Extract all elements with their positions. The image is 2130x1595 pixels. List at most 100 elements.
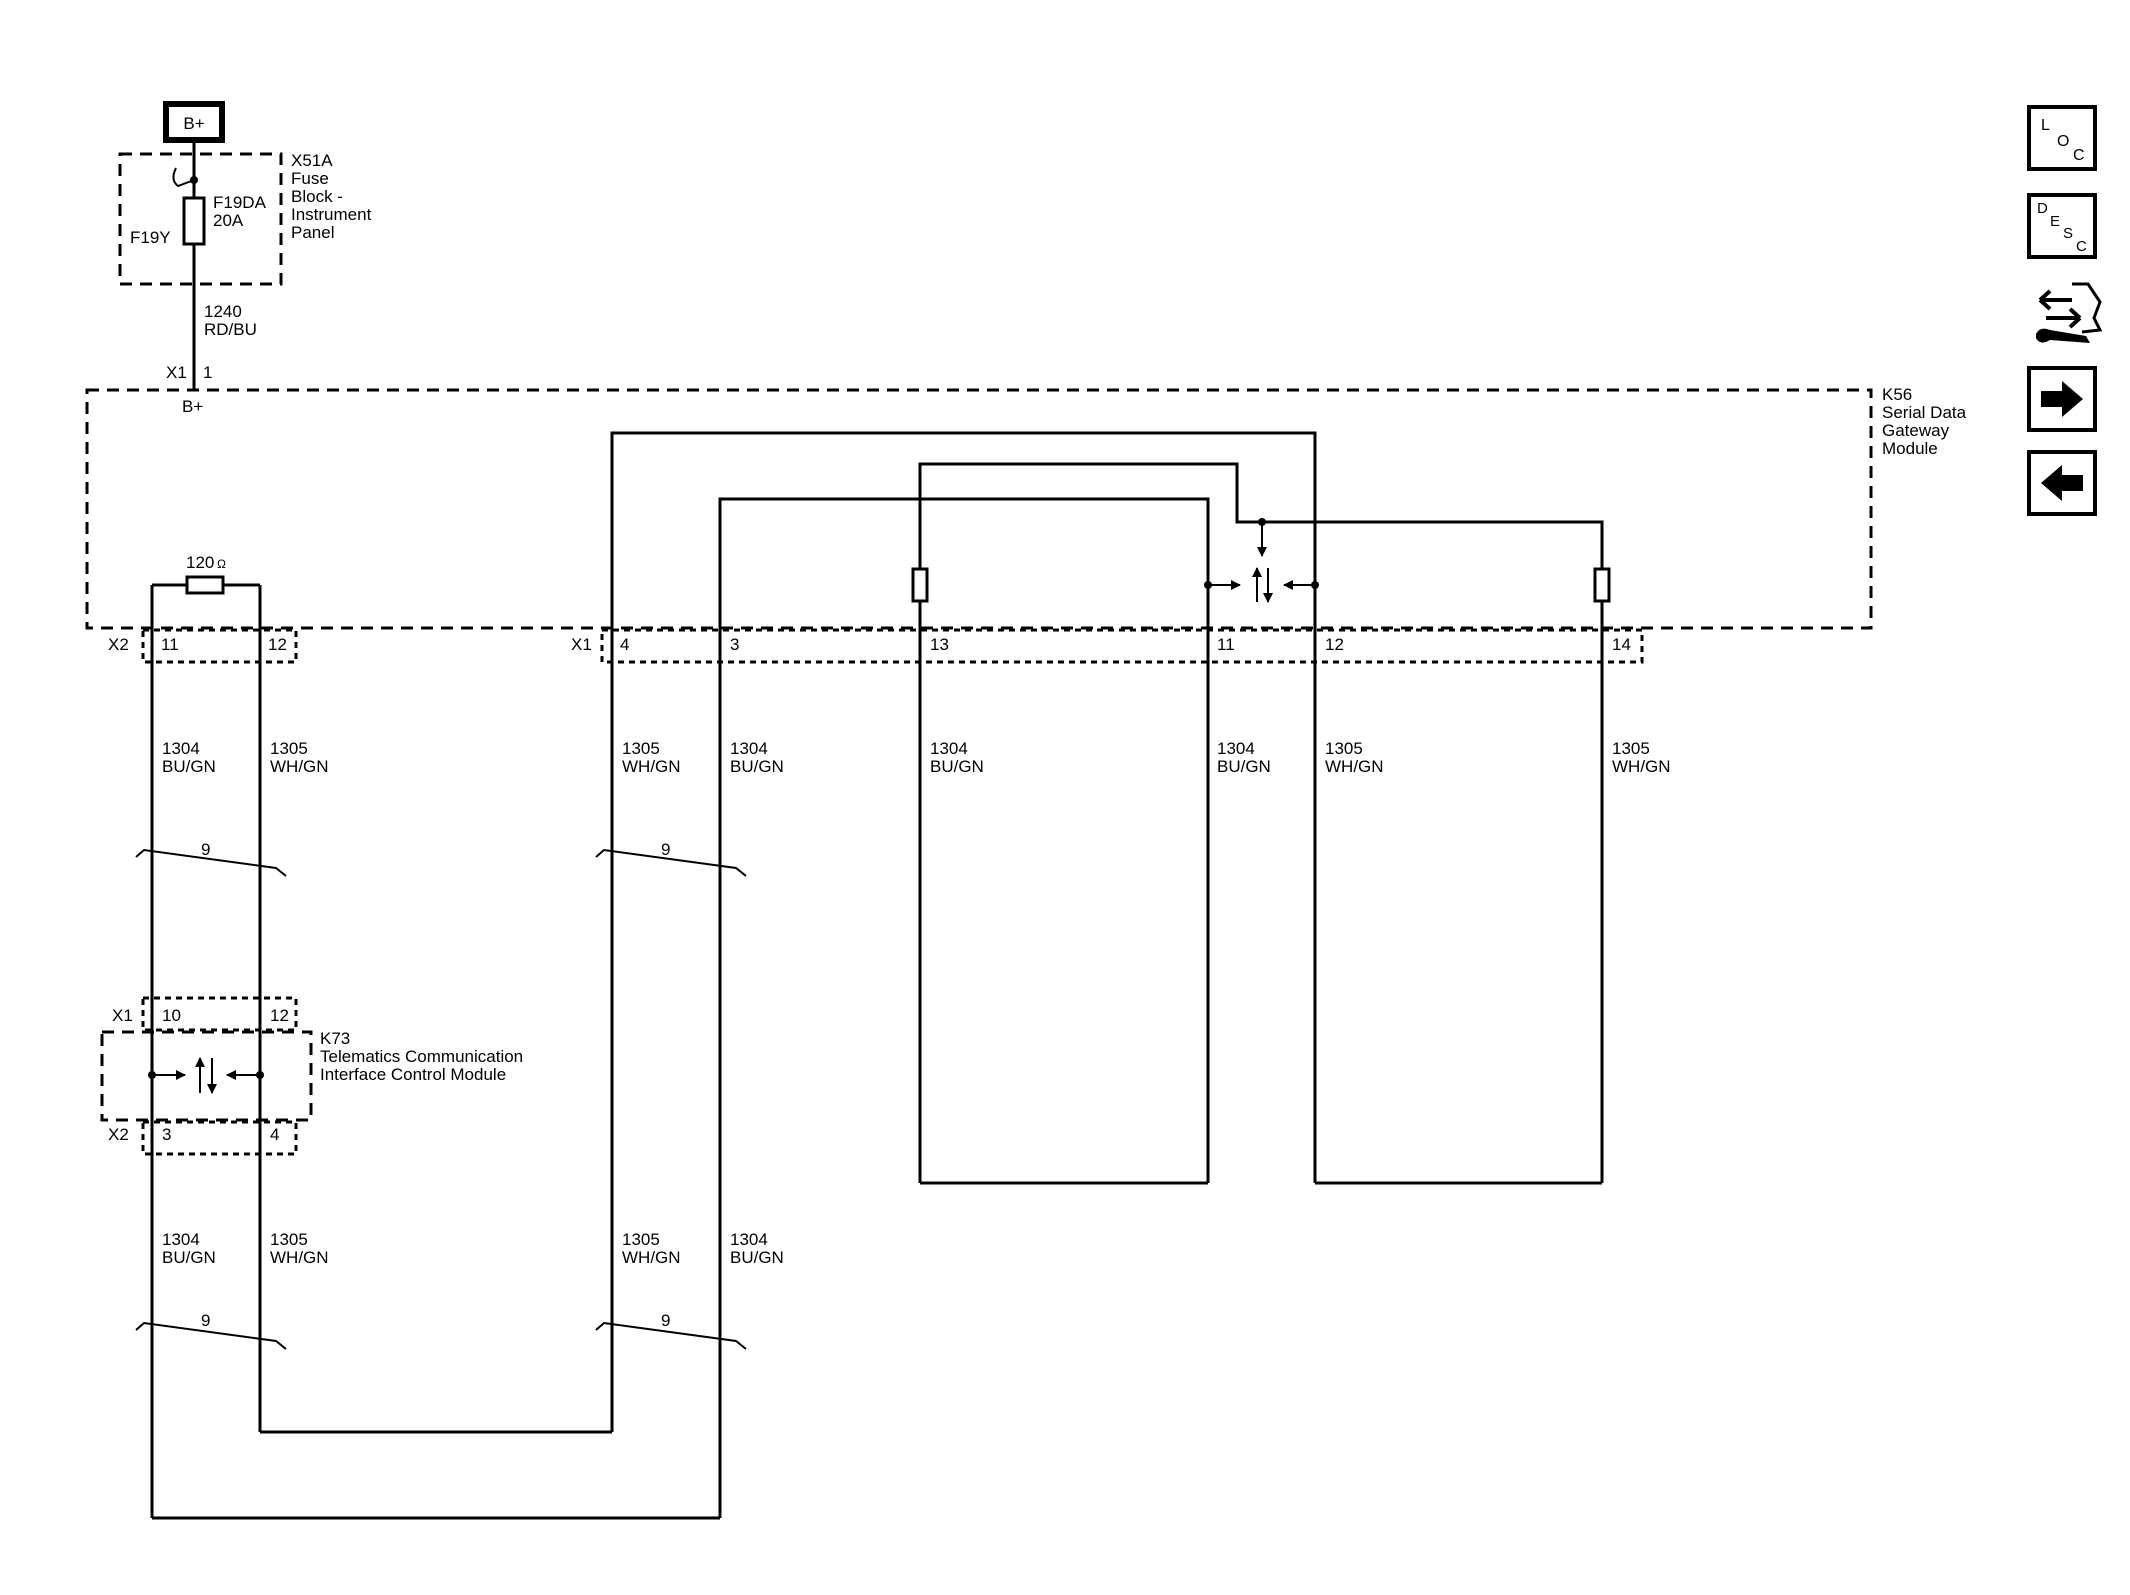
wire-circuit-label: 1304 xyxy=(162,1230,200,1249)
fuse-bus-hook xyxy=(172,167,195,188)
wire-circuit-label: 1305 xyxy=(270,1230,308,1249)
gateway-x1-pin: 11 xyxy=(1217,635,1235,654)
wire-color-label: WH/GN xyxy=(622,1248,681,1267)
telematics-x2-outline xyxy=(141,1120,298,1156)
arrow-right-icon xyxy=(2041,381,2083,417)
wire-circuit-label: 1305 xyxy=(622,1230,660,1249)
gateway-x1-outline xyxy=(600,628,1644,664)
resistor-value: 120 xyxy=(186,553,214,572)
desc-letter-s: S xyxy=(2063,225,2073,242)
fuse-block-name-4: Panel xyxy=(291,223,334,242)
twist-count: 9 xyxy=(661,840,670,859)
wire-circuit-label: 1305 xyxy=(1325,739,1363,758)
desc-letter-d: D xyxy=(2037,200,2048,217)
gateway-x1-pin: 12 xyxy=(1325,635,1344,654)
internal-loop-bu-gn xyxy=(718,497,1210,1518)
twist-count: 9 xyxy=(201,840,210,859)
fuse-symbol xyxy=(182,196,206,246)
gateway-x1-label: X1 xyxy=(571,635,592,654)
desc-letter-e: E xyxy=(2050,213,2060,230)
twisted-pair-marker: 9 xyxy=(595,840,747,877)
telematics-id: K73 xyxy=(320,1029,350,1048)
resistor-unit: Ω xyxy=(217,557,226,571)
wire-labels-lower: 1304 BU/GN 1305 WH/GN 1305 WH/GN 1304 BU… xyxy=(162,1230,784,1267)
wire-color-label: BU/GN xyxy=(162,757,216,776)
wire-circuit-label: 1304 xyxy=(162,739,200,758)
gateway-x1-pin: 3 xyxy=(730,635,739,654)
telematics-name-2: Interface Control Module xyxy=(320,1065,506,1084)
wire-circuit-label: 1304 xyxy=(730,739,768,758)
gateway-module: K56 Serial Data Gateway Module 120 Ω xyxy=(85,385,1967,1518)
wire-labels-upper: 1304 BU/GN 1305 WH/GN 1305 WH/GN 1304 BU… xyxy=(162,739,1671,776)
gateway-x1-pin: 13 xyxy=(930,635,949,654)
power-wire-circuit: 1240 xyxy=(204,302,242,321)
power-wire-color: RD/BU xyxy=(204,320,257,339)
twist-count: 9 xyxy=(201,1311,210,1330)
twisted-pair-marker: 9 xyxy=(135,840,287,877)
loc-letter-c: C xyxy=(2073,147,2085,164)
wire-color-label: BU/GN xyxy=(162,1248,216,1267)
power-connector-label: X1 xyxy=(166,363,187,382)
fuse-rating: 20A xyxy=(213,211,244,230)
gateway-x2-pin-b: 12 xyxy=(268,635,287,654)
fuse-block-id: X51A xyxy=(291,151,333,170)
fuse-block-outline xyxy=(118,152,283,286)
fuse-block: X51A Fuse Block - Instrument Panel F19DA… xyxy=(118,151,372,286)
wire-circuit-label: 1305 xyxy=(622,739,660,758)
diagnostic-connector-icon[interactable] xyxy=(2036,282,2103,343)
loc-letter-l: L xyxy=(2041,117,2050,134)
wire-color-label: BU/GN xyxy=(1217,757,1271,776)
loc-letter-o: O xyxy=(2057,133,2069,150)
desc-letter-c: C xyxy=(2076,238,2087,255)
power-pin-label: 1 xyxy=(203,363,212,382)
gateway-name-2: Gateway xyxy=(1882,421,1950,440)
telematics-x1-pin-a: 10 xyxy=(162,1006,181,1025)
terminal-13-block xyxy=(911,567,929,603)
gateway-x1-connector: X1 4 3 13 11 12 14 xyxy=(571,628,1644,664)
fuse-block-name-1: Fuse xyxy=(291,169,329,188)
gateway-x2-label: X2 xyxy=(108,635,129,654)
battery-source: B+ xyxy=(163,101,225,143)
wire-color-label: WH/GN xyxy=(1325,757,1384,776)
termination-resistor xyxy=(185,575,225,595)
wire-circuit-label: 1304 xyxy=(1217,739,1255,758)
wire-color-label: WH/GN xyxy=(270,1248,329,1267)
gateway-x1-pin: 4 xyxy=(620,635,629,654)
twisted-pair-marker: 9 xyxy=(595,1311,747,1350)
gateway-x1-pin: 14 xyxy=(1612,635,1631,654)
telematics-transceiver-icon xyxy=(148,1057,264,1094)
internal-loop-right xyxy=(918,462,1604,1183)
wire-color-label: BU/GN xyxy=(730,1248,784,1267)
fuse-block-name-3: Instrument xyxy=(291,205,372,224)
wire-circuit-label: 1304 xyxy=(930,739,968,758)
telematics-x2-pin-b: 4 xyxy=(270,1125,279,1144)
telematics-module: X1 10 12 K73 Telematics Communication In… xyxy=(100,996,523,1156)
telematics-name-1: Telematics Communication xyxy=(320,1047,523,1066)
wire-color-label: WH/GN xyxy=(270,757,329,776)
wire-color-label: WH/GN xyxy=(1612,757,1671,776)
wire-color-label: BU/GN xyxy=(930,757,984,776)
wire-color-label: BU/GN xyxy=(730,757,784,776)
description-button[interactable]: D E S C xyxy=(2027,193,2097,259)
gateway-x2-pin-a: 11 xyxy=(161,635,179,654)
internal-loop-wh-gn xyxy=(610,431,1317,1432)
next-page-button[interactable] xyxy=(2027,366,2097,432)
twist-count: 9 xyxy=(661,1311,670,1330)
gateway-bplus-label: B+ xyxy=(182,397,203,416)
telematics-x2-pin-a: 3 xyxy=(162,1125,171,1144)
gateway-name-3: Module xyxy=(1882,439,1938,458)
fuse-id: F19DA xyxy=(213,193,267,212)
wire-circuit-label: 1305 xyxy=(270,739,308,758)
gateway-name-1: Serial Data xyxy=(1882,403,1967,422)
arrow-left-icon xyxy=(2041,465,2083,501)
gateway-module-outline xyxy=(85,388,1873,630)
telematics-module-outline xyxy=(100,1030,313,1122)
gateway-id: K56 xyxy=(1882,385,1912,404)
previous-page-button[interactable] xyxy=(2027,450,2097,516)
telematics-x1-outline xyxy=(141,996,298,1032)
telematics-x1-label: X1 xyxy=(112,1006,133,1025)
twisted-pair-marker: 9 xyxy=(135,1311,287,1350)
wire-circuit-label: 1305 xyxy=(1612,739,1650,758)
location-button[interactable]: L O C xyxy=(2027,105,2097,171)
